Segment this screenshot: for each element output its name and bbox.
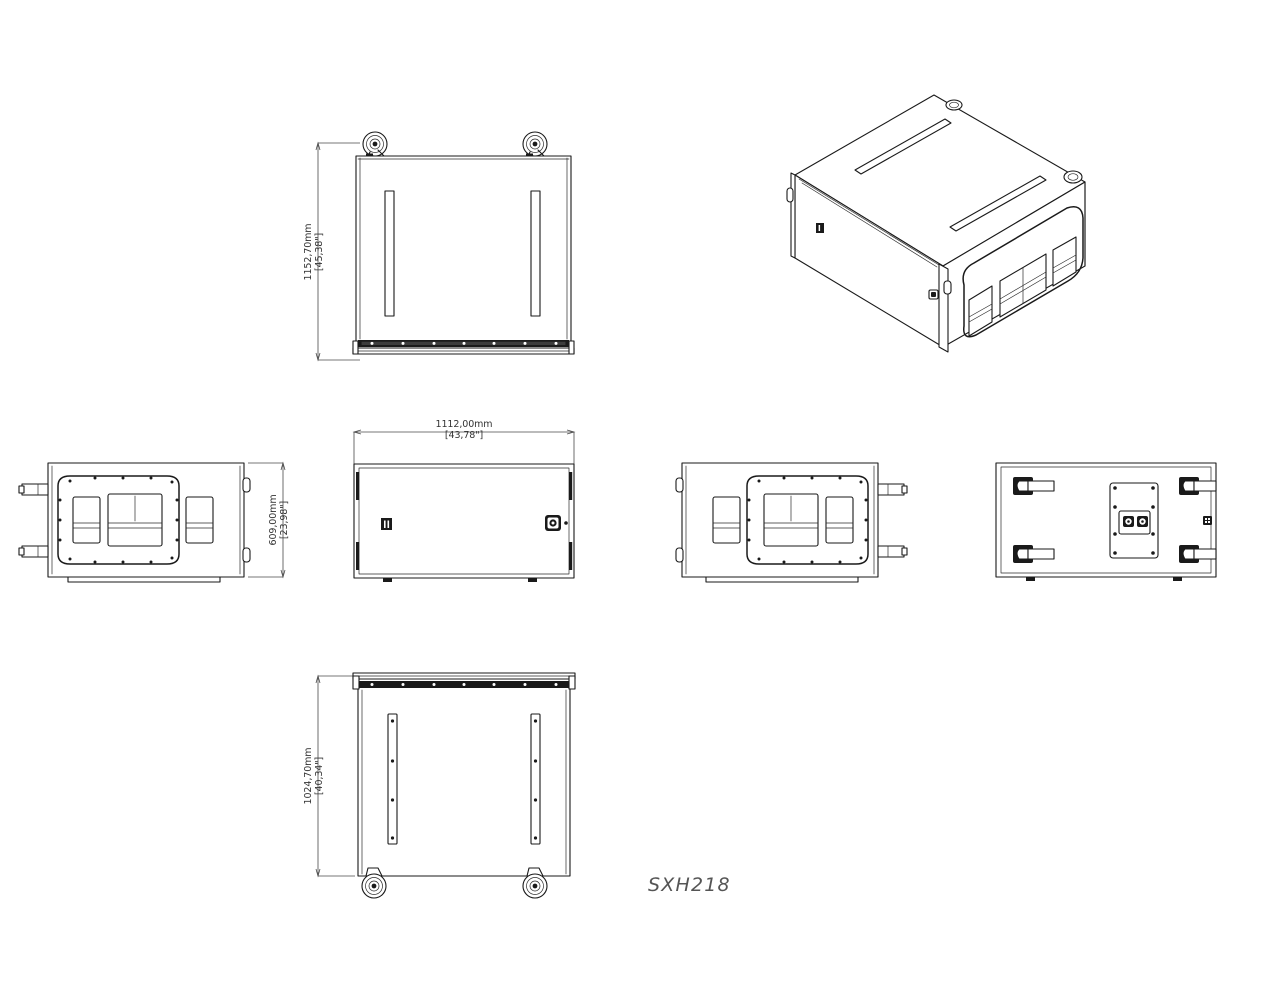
right-plan-grille-dots (747, 476, 868, 564)
rear-view (995, 462, 1217, 581)
speaker-connector-1 (1123, 516, 1134, 527)
top-view-bottom-rail (352, 340, 575, 355)
rear-view-foot-right (1173, 577, 1182, 581)
caster-icon-bottom-right (522, 867, 548, 899)
right-plan-port-right (825, 496, 854, 544)
left-plan-view: 609,00mm [23,98"] (18, 461, 290, 583)
rear-view-foot-left (1026, 577, 1035, 581)
front-view-trim-lr (569, 542, 573, 570)
left-plan-port-center (107, 493, 163, 547)
brand-mark-iso (816, 223, 824, 233)
bottom-view-rail-left (387, 713, 398, 845)
rigging-bracket-top-right (1179, 477, 1217, 495)
front-view-foot-left (383, 578, 392, 582)
dimension-imperial-value: [43,78"] (445, 430, 483, 441)
iso-grille-port-left (968, 285, 993, 337)
left-plan-foot-rail (67, 576, 221, 583)
dimension-depth-side-view: 609,00mm [23,98"] (248, 461, 290, 579)
model-label: SXH218 (648, 874, 731, 896)
right-plan-rigging-pin-lower (877, 545, 908, 558)
rigging-bracket-bottom-right (1179, 545, 1217, 563)
connector-icon-front (545, 515, 568, 531)
iso-corner-clip (943, 280, 952, 295)
top-view-slot-left (384, 190, 395, 317)
front-view: 1112,00mm [43,78"] (352, 419, 576, 582)
bottom-view-rail-right (530, 713, 541, 845)
dimension-width-front-view: 1112,00mm [43,78"] (352, 419, 576, 466)
dimension-metric-value: 609,00mm (268, 495, 279, 546)
left-plan-clip-lower (242, 547, 251, 563)
dimension-metric-value: 1112,00mm (436, 419, 493, 430)
left-plan-grille-dots (58, 476, 179, 564)
top-view-slot-right (530, 190, 541, 317)
caster-icon-bottom-left (361, 867, 387, 899)
front-view-trim-ul (356, 472, 360, 500)
right-plan-rigging-pin-upper (877, 483, 908, 496)
iso-left-trim (790, 172, 796, 259)
iso-top-slot-1 (854, 118, 952, 175)
isometric-view (786, 94, 1086, 353)
iso-top-slot-2 (949, 175, 1047, 232)
left-plan-rigging-pin-lower (18, 545, 49, 558)
left-plan-port-left (72, 496, 101, 544)
front-view-foot-right (528, 578, 537, 582)
rear-connector-panel (1109, 482, 1159, 559)
iso-caster-rear (945, 99, 963, 111)
brand-mark-front (381, 518, 392, 530)
front-view-trim-ll (356, 542, 360, 570)
iso-caster-right (1063, 170, 1083, 184)
left-plan-port-right (185, 496, 214, 544)
rear-badge-icon (1203, 516, 1212, 525)
iso-grille-outline (962, 206, 1084, 338)
right-plan-view (675, 462, 908, 583)
left-plan-grille-outline (57, 475, 180, 565)
iso-side-bevel-2 (801, 182, 938, 268)
speaker-connector-2 (1137, 516, 1148, 527)
top-view: 1152,70mm [45,38"] (303, 131, 575, 362)
front-view-inner-panel (358, 467, 570, 575)
dimension-height-top-view: 1152,70mm [45,38"] (303, 141, 360, 362)
rigging-bracket-top-left (1013, 477, 1055, 495)
bottom-view-top-rail (352, 672, 576, 690)
left-plan-rigging-pin-upper (18, 483, 49, 496)
left-plan-clip-upper (242, 477, 251, 493)
dimension-imperial-value: [23,98"] (279, 501, 290, 539)
caster-icon-top-left (362, 131, 388, 157)
right-plan-clip-upper (675, 477, 684, 493)
iso-corner-trim (938, 263, 949, 353)
iso-side-bevel (798, 178, 940, 266)
right-plan-foot-rail (705, 576, 859, 583)
dimension-imperial-value: [40,34"] (314, 757, 325, 795)
dimension-height-bottom-view: 1024,70mm [40,34"] (303, 674, 355, 878)
dimension-metric-value: 1152,70mm (303, 224, 314, 281)
iso-left-clip (786, 187, 794, 203)
dimension-metric-value: 1024,70mm (303, 748, 314, 805)
dimension-imperial-value: [45,38"] (314, 233, 325, 271)
caster-icon-top-right (522, 131, 548, 157)
front-view-trim-ur (569, 472, 573, 500)
iso-grille-port-right (1052, 236, 1077, 287)
iso-grille-port-center (999, 253, 1047, 318)
rigging-bracket-bottom-left (1013, 545, 1055, 563)
right-plan-port-center (763, 493, 819, 547)
bottom-view: 1024,70mm [40,34"] (303, 672, 576, 899)
right-plan-port-left (712, 496, 741, 544)
right-plan-clip-lower (675, 547, 684, 563)
right-plan-grille-outline (746, 475, 869, 565)
